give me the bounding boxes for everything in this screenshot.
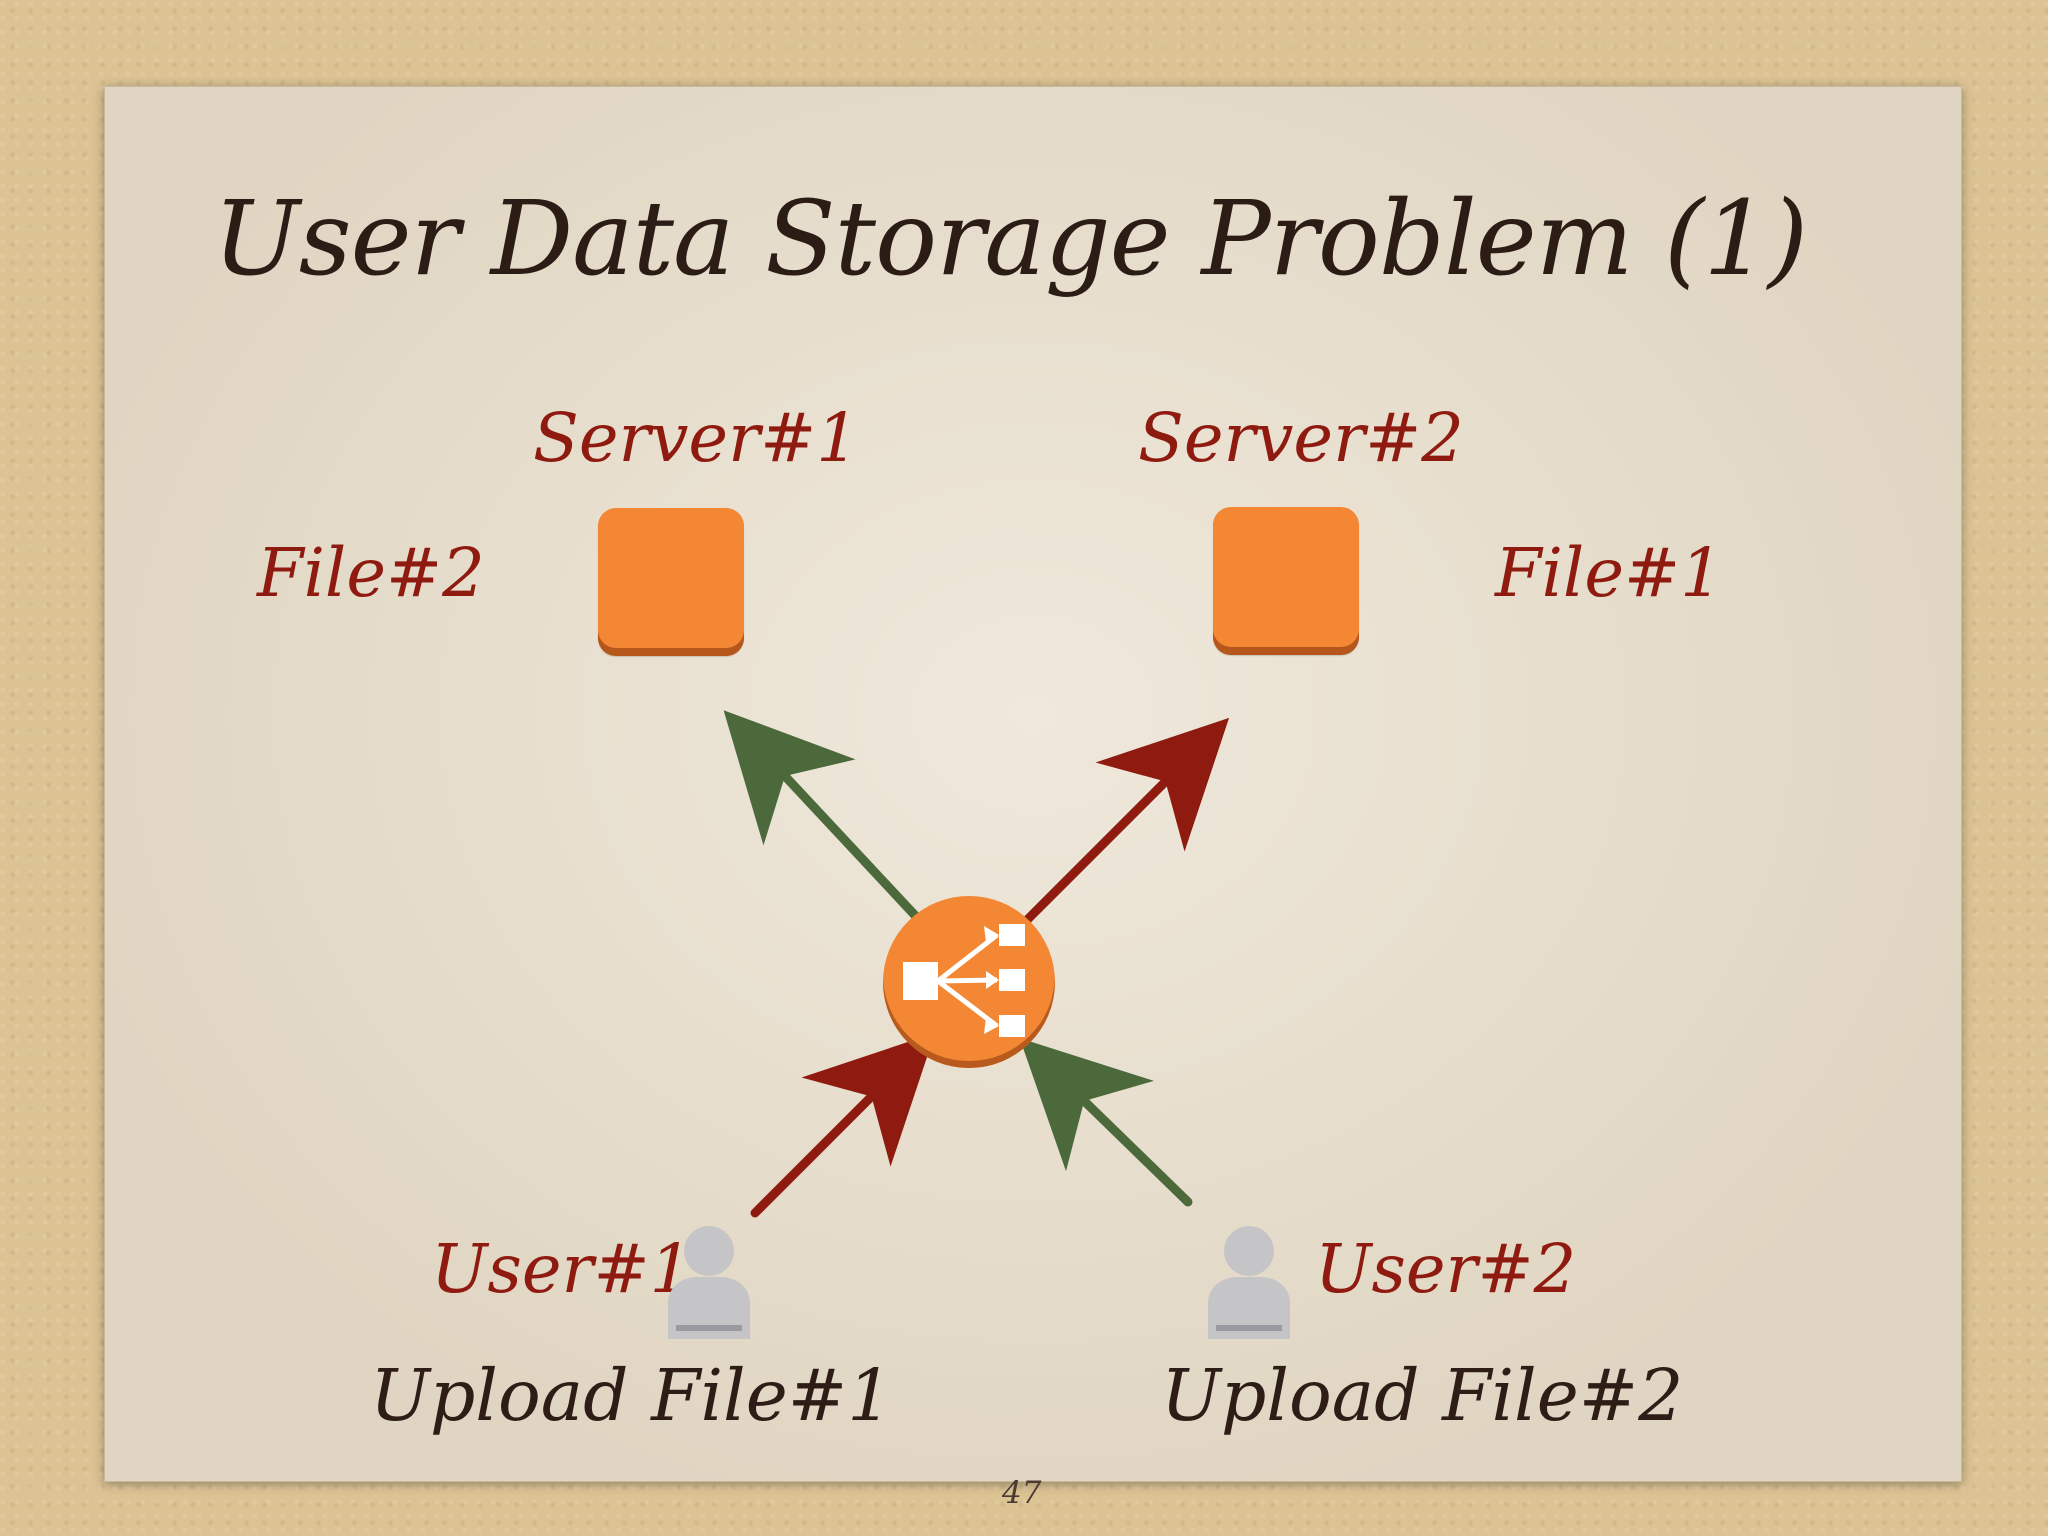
- user-1-upload-action: Upload File#1: [370, 1354, 893, 1437]
- load-balancer-icon: [883, 896, 1055, 1068]
- user-1-glyph: [668, 1226, 750, 1339]
- file-2-label: File#2: [257, 534, 485, 612]
- server-1-box-icon: [598, 508, 744, 656]
- user-1-label: User#1: [431, 1230, 693, 1308]
- user-2-label: User#2: [1315, 1230, 1577, 1308]
- server-2-box-icon: [1213, 507, 1359, 655]
- server-2-label: Server#2: [1138, 399, 1464, 477]
- user-2-glyph: [1208, 1226, 1290, 1339]
- slide-title: User Data Storage Problem (1): [213, 179, 1808, 299]
- user-1-icon: [666, 1225, 752, 1339]
- load-balancer-glyph: [903, 924, 1025, 1037]
- user-2-icon: [1206, 1225, 1292, 1339]
- user-2-upload-action: Upload File#2: [1161, 1354, 1684, 1437]
- file-1-label: File#1: [1495, 534, 1723, 612]
- server-1-label: Server#1: [533, 399, 859, 477]
- page-number: 47: [1002, 1475, 1042, 1511]
